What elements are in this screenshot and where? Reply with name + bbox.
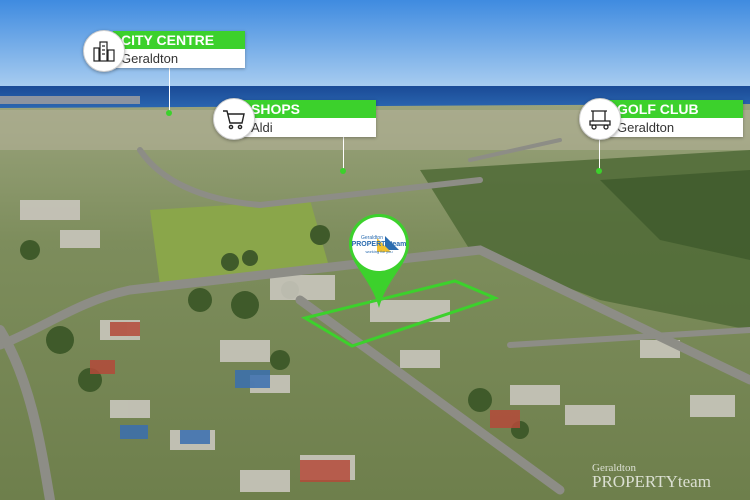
poi-golf-club-name: GOLF CLUB bbox=[609, 100, 743, 118]
poi-golf-club-label: GOLF CLUB Geraldton bbox=[609, 100, 743, 137]
watermark-main: PROPERTYteam bbox=[592, 472, 711, 491]
poi-shops-place: Aldi bbox=[251, 120, 273, 135]
brand-logo-top: Geraldton bbox=[361, 234, 383, 241]
poi-shops-label: SHOPS Aldi bbox=[243, 100, 376, 137]
watermark-top: Geraldton bbox=[592, 462, 636, 474]
poi-golf-club-place: Geraldton bbox=[617, 120, 675, 135]
city-buildings-icon bbox=[83, 30, 125, 72]
brand-logo-main: PROPERTYteam bbox=[351, 240, 407, 248]
golf-cart-icon bbox=[579, 98, 621, 140]
poi-city-centre-label: CITY CENTRE Geraldton bbox=[113, 31, 245, 68]
poi-city-centre-name: CITY CENTRE bbox=[113, 31, 245, 49]
shopping-cart-icon bbox=[213, 98, 255, 140]
poi-shops-name: SHOPS bbox=[243, 100, 376, 118]
location-pin-icon: Geraldton PROPERTYteam working for you bbox=[347, 212, 411, 312]
poi-city-centre-place: Geraldton bbox=[121, 51, 179, 66]
brand-logo-tagline: working for you bbox=[365, 248, 393, 254]
brand-logo: Geraldton PROPERTYteam working for you bbox=[347, 212, 411, 276]
brand-watermark: Geraldton PROPERTYteam bbox=[588, 462, 748, 498]
